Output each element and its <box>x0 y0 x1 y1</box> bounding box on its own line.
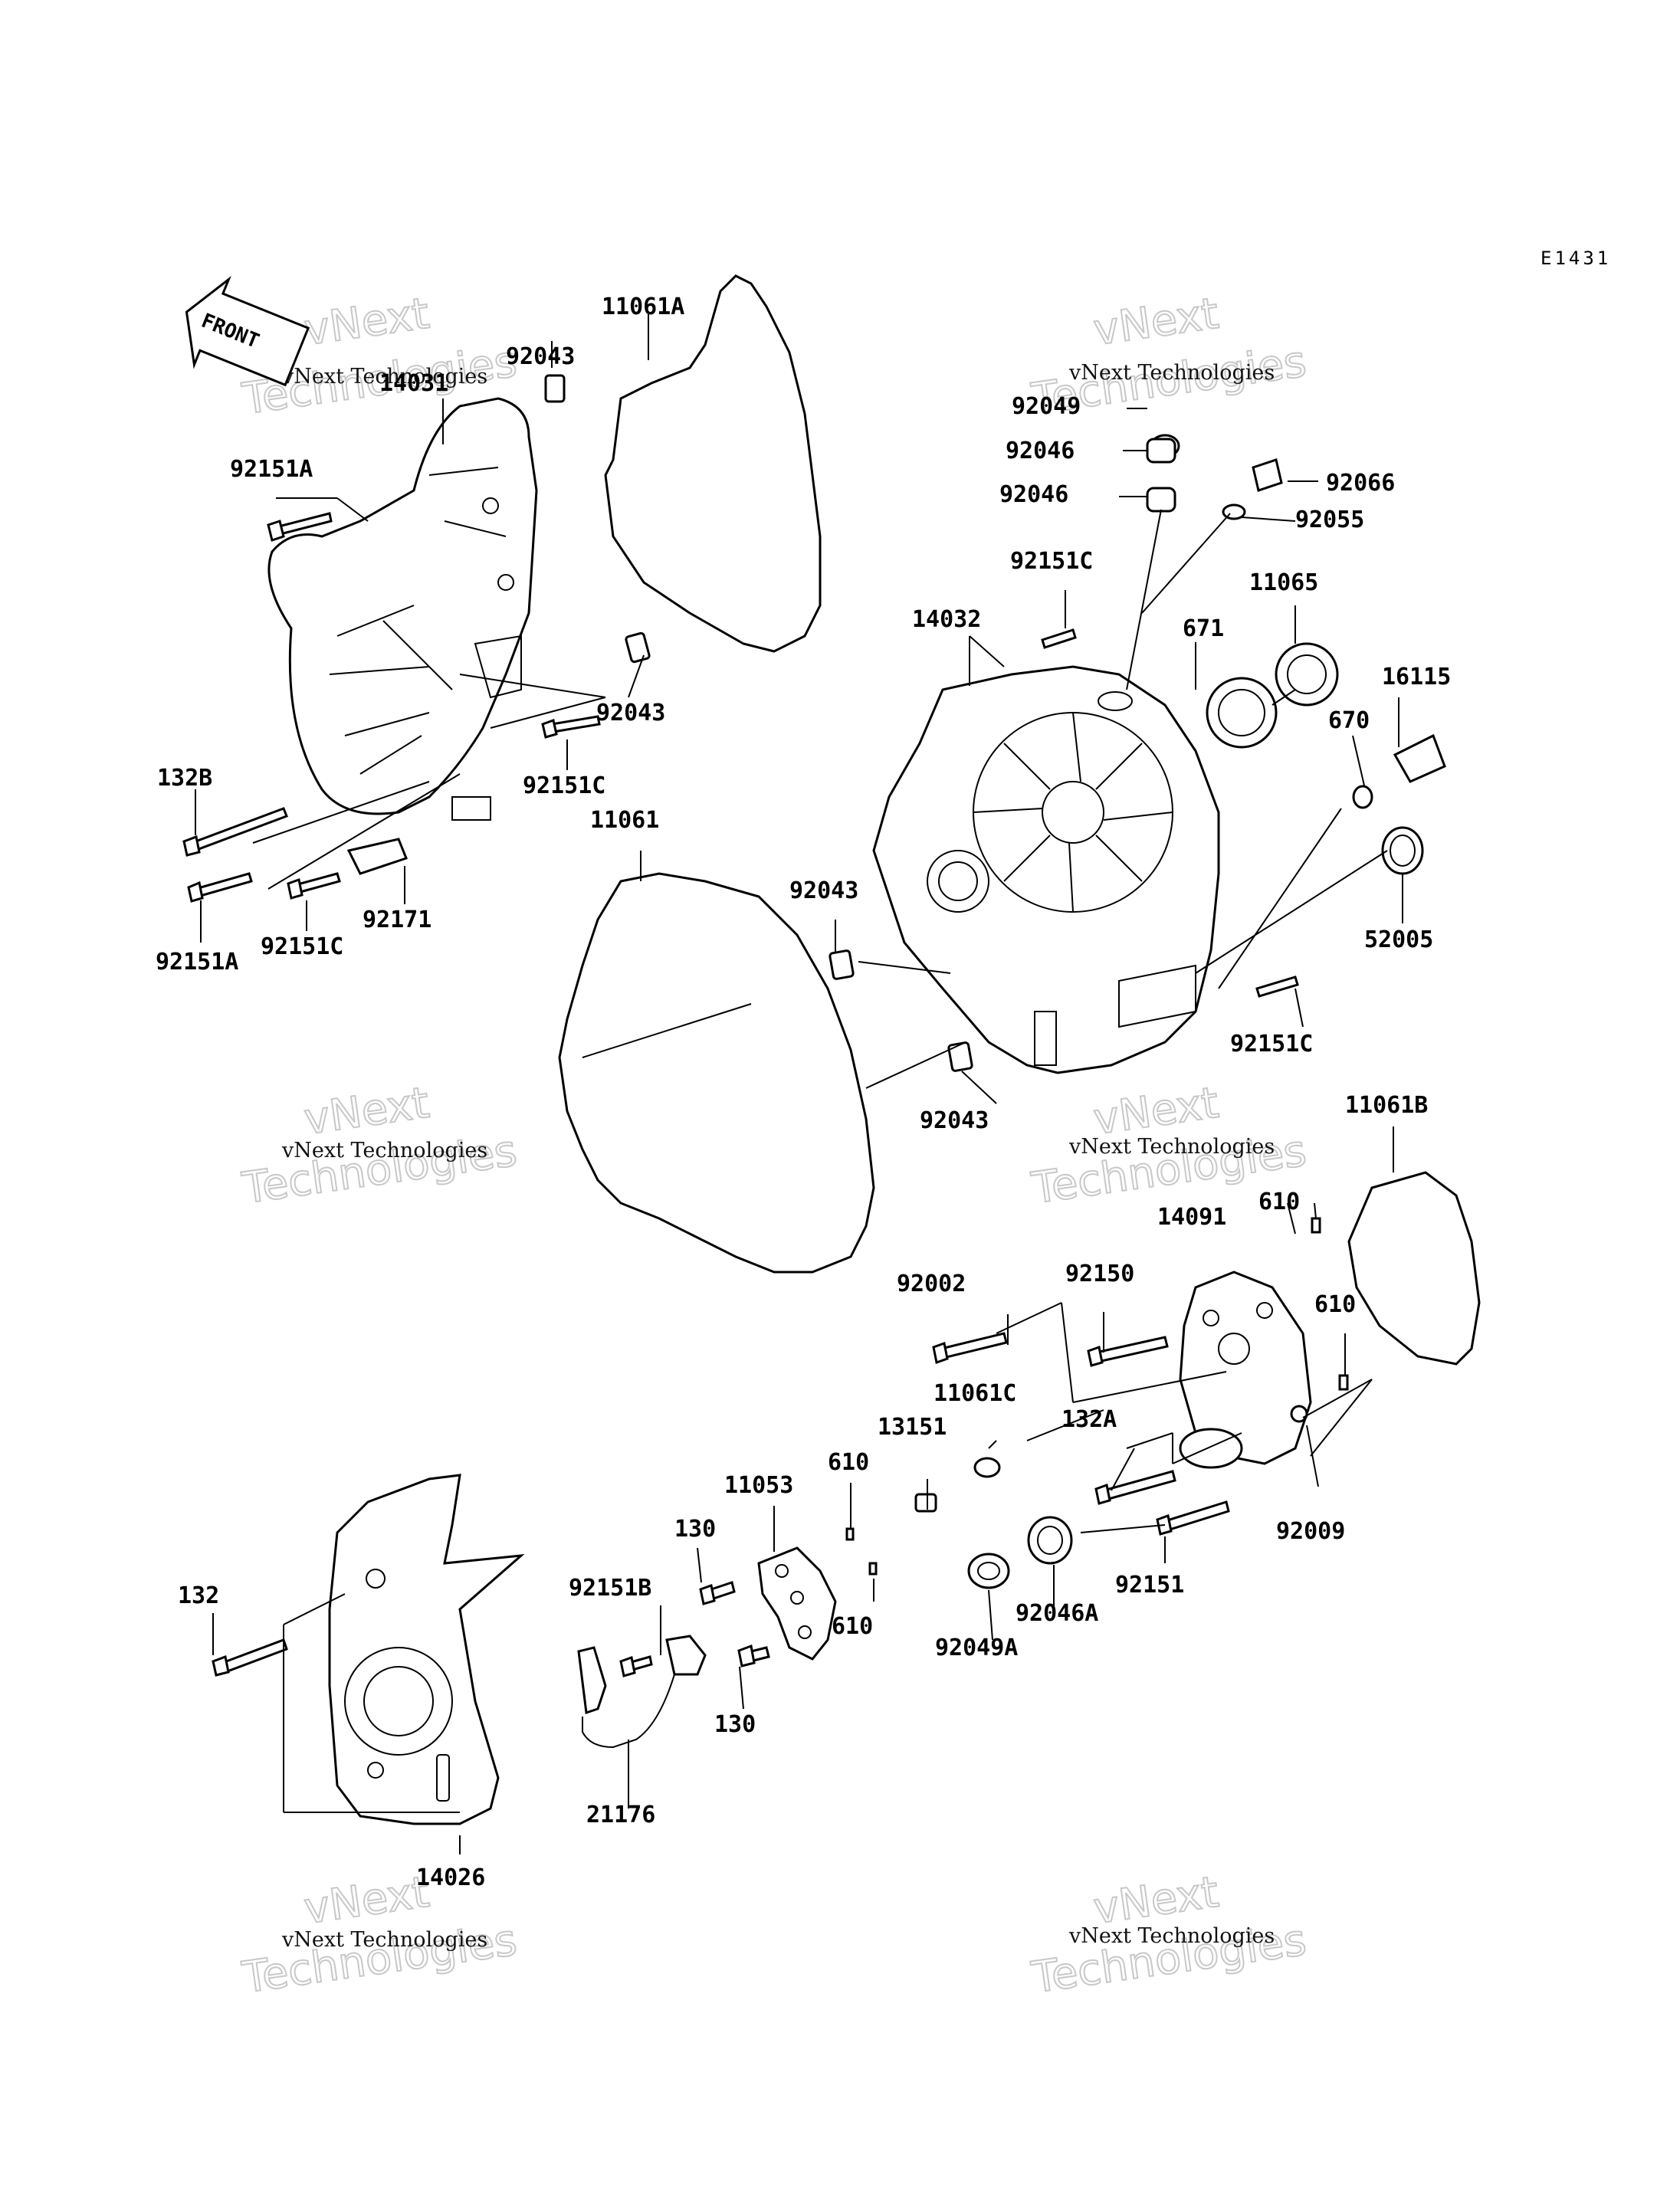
leader-lines-lower-center <box>628 1483 874 1808</box>
gasket-11061b-drawing <box>1347 1171 1481 1366</box>
part-label: 11061B <box>1345 1092 1428 1119</box>
part-label: 92009 <box>1276 1518 1345 1545</box>
part-labels: 11061A 92043 14031 92151A 92043 92151C 1… <box>156 293 1451 1891</box>
part-label: 132B <box>157 765 212 792</box>
part-label: 14032 <box>912 606 981 633</box>
leader-lines-lower-left <box>212 1593 461 1854</box>
center-dowel-pins-drawing <box>829 949 973 1072</box>
generator-cover-drawing <box>267 397 538 821</box>
part-label: 92171 <box>363 907 431 933</box>
part-label: 11053 <box>724 1472 793 1499</box>
part-label: 132 <box>178 1582 219 1609</box>
watermark-text: vNext Technologies <box>1068 1924 1275 1948</box>
part-label: 92151A <box>230 456 313 483</box>
part-label: 92066 <box>1326 470 1395 497</box>
dowel-pin-drawing <box>544 374 651 664</box>
part-label: 130 <box>714 1711 756 1738</box>
watermark-text: vNext Technologies <box>1068 361 1275 385</box>
part-label: 92151C <box>261 933 343 960</box>
watermark-bottom-right: vNext Technologies vNext Technologies <box>1028 1867 1310 2004</box>
part-label: 14091 <box>1157 1204 1226 1231</box>
watermark-big-top: vNext <box>301 1867 432 1934</box>
leader-lines-right <box>927 1126 1394 1641</box>
part-label: 92046 <box>1006 438 1075 464</box>
part-label: 92150 <box>1065 1261 1134 1287</box>
watermark-big-top: vNext <box>1091 289 1222 356</box>
watermark-text: vNext Technologies <box>281 1139 487 1162</box>
part-label: 92043 <box>920 1107 989 1134</box>
part-label: 610 <box>828 1449 869 1476</box>
part-label: 52005 <box>1364 926 1433 953</box>
part-label: 11061A <box>602 293 684 320</box>
leader-lines-left <box>195 314 649 943</box>
part-label: 92151C <box>1010 548 1093 575</box>
part-label: 92049 <box>1012 393 1081 420</box>
part-label: 92049A <box>935 1635 1018 1661</box>
watermark-big-top: vNext <box>301 289 432 356</box>
watermark-text: vNext Technologies <box>281 1928 487 1952</box>
leader-lines-center <box>582 408 1403 1104</box>
part-label: 21176 <box>586 1802 655 1828</box>
watermark-mid-left: vNext Technologies vNext Technologies <box>238 1077 520 1215</box>
sprocket-cover-drawing <box>212 1474 525 1825</box>
part-label: 92043 <box>506 343 575 370</box>
part-label: 92151 <box>1115 1572 1184 1599</box>
watermark-text: vNext Technologies <box>281 365 487 389</box>
watermark-big-top: vNext <box>301 1078 432 1145</box>
part-label: 92043 <box>596 700 665 726</box>
part-label: 11061 <box>590 807 659 834</box>
diagram-code: E1431 <box>1541 248 1611 269</box>
part-label: 92151A <box>156 949 238 976</box>
watermark-text: vNext Technologies <box>1068 1135 1275 1159</box>
bolts-left-drawing <box>182 512 601 903</box>
gasket-11061a-drawing <box>604 274 822 653</box>
part-label: 92043 <box>789 877 858 904</box>
part-label: 14031 <box>379 370 448 397</box>
part-label: 670 <box>1328 707 1370 734</box>
part-label: 92151B <box>569 1575 651 1602</box>
front-arrow-icon: FRONT <box>185 276 310 387</box>
part-label: 16115 <box>1382 664 1451 690</box>
part-label: 92002 <box>897 1271 966 1297</box>
part-label: 92151C <box>523 772 605 799</box>
part-label: 671 <box>1183 615 1224 642</box>
part-label: 610 <box>1314 1291 1356 1318</box>
clutch-cover-drawing <box>872 665 1220 1074</box>
part-label: 610 <box>832 1613 873 1640</box>
part-label: 130 <box>674 1516 716 1543</box>
part-label: 610 <box>1258 1189 1300 1215</box>
part-label: 92151C <box>1230 1031 1313 1058</box>
cover-14091-drawing <box>914 1217 1349 1589</box>
part-label: 11061C <box>934 1380 1016 1407</box>
part-label: 13151 <box>878 1414 947 1441</box>
part-label: 92046A <box>1016 1600 1098 1627</box>
sensor-bracket-drawing <box>577 1527 878 1749</box>
gasket-11061-drawing <box>558 872 875 1274</box>
part-label: 11065 <box>1249 569 1318 596</box>
part-label: 132A <box>1061 1406 1117 1433</box>
part-label: 14026 <box>416 1864 485 1891</box>
part-label: 92046 <box>999 481 1068 508</box>
part-label: 92055 <box>1295 507 1364 533</box>
